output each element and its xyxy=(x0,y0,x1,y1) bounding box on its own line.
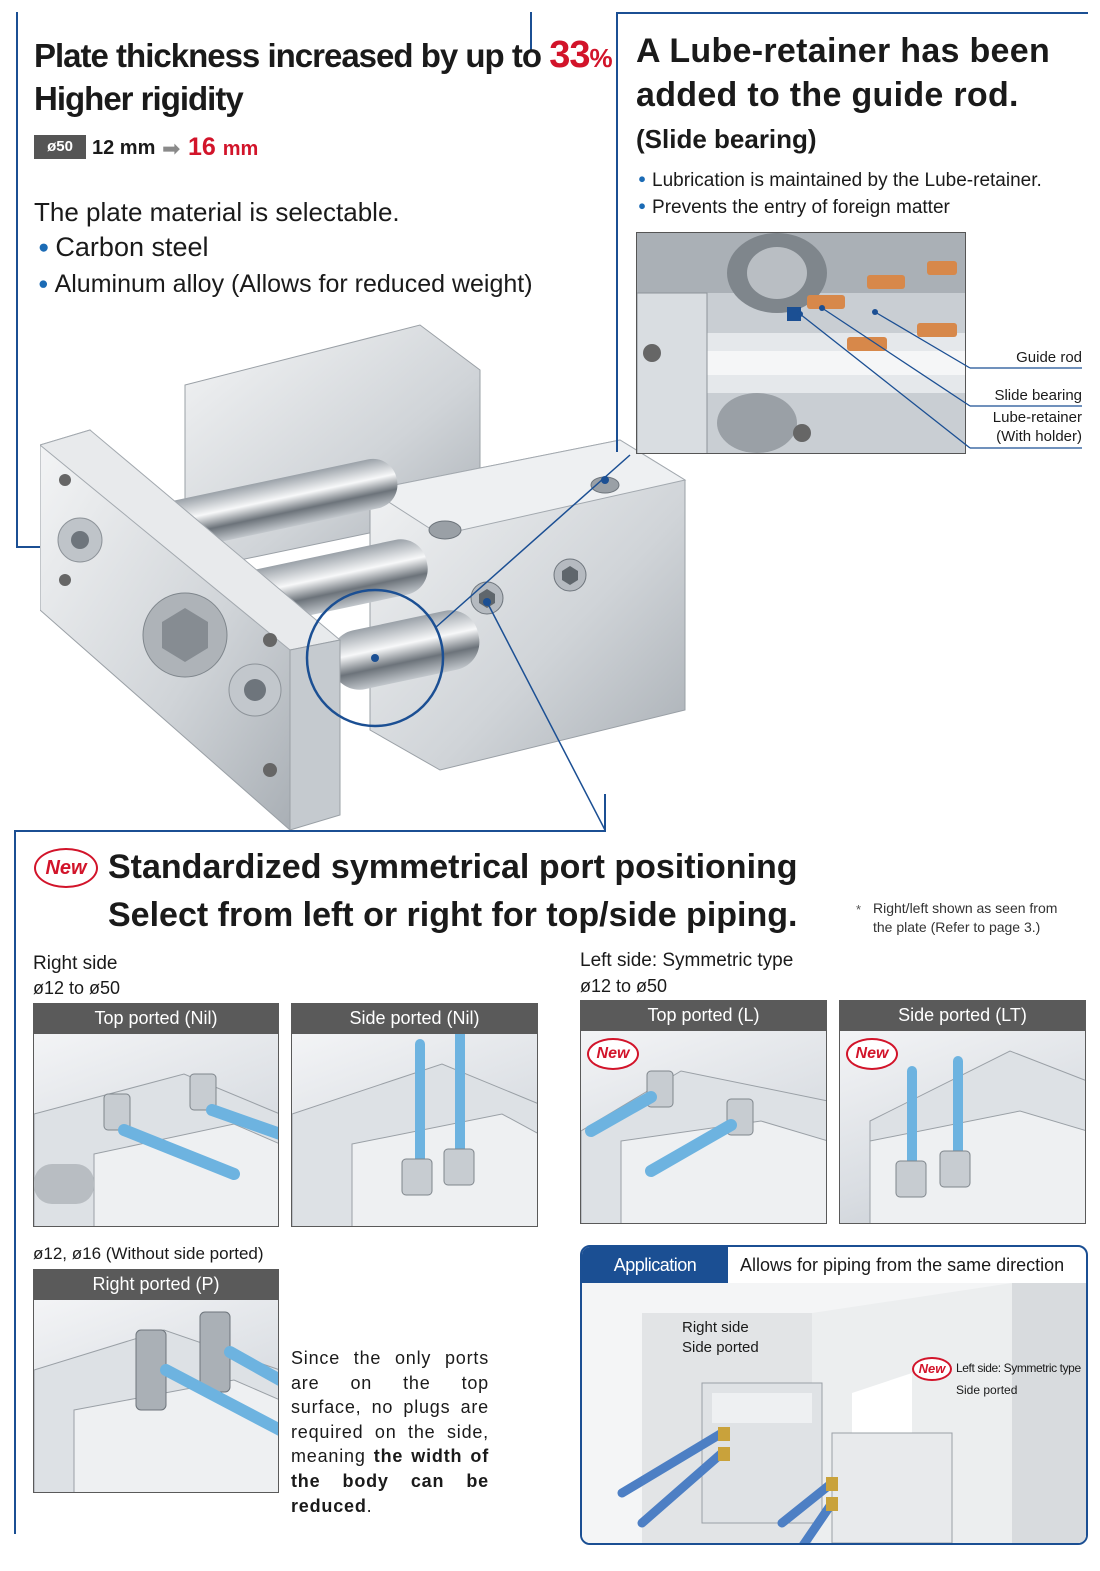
section1-frame-right xyxy=(530,12,532,50)
panel-side-ported-nil-header: Side ported (Nil) xyxy=(291,1003,538,1033)
label-lube-retainer-sub: (With holder) xyxy=(996,428,1082,445)
panel-right-ported-p-image xyxy=(33,1299,279,1493)
panel-side-ported-lt-new-badge: New xyxy=(846,1038,898,1070)
right-ported-text: Since the only ports are on the top surf… xyxy=(291,1348,489,1467)
section2-title-line1: A Lube-retainer has been xyxy=(636,32,1051,70)
app-left-label-2: Side ported xyxy=(956,1383,1018,1397)
thickness-before: 12 mm xyxy=(92,137,156,159)
section1-frame-left xyxy=(16,12,18,548)
app-right-label-1: Right side xyxy=(682,1319,749,1336)
right-ported-p-svg xyxy=(34,1311,278,1492)
section3-frame-connector xyxy=(604,794,606,832)
right-side-range: ø12 to ø50 xyxy=(33,978,121,998)
guide-cylinder-svg xyxy=(38,324,687,832)
top-ported-l-svg xyxy=(581,1070,826,1223)
thickness-after: 16 mm xyxy=(188,133,258,162)
label-slide-bearing: Slide bearing xyxy=(994,387,1082,404)
app-new-badge: New xyxy=(912,1357,952,1381)
side-ported-lt-svg xyxy=(869,1050,1085,1223)
section3-frame-top xyxy=(14,830,606,832)
top-ported-nil-svg xyxy=(34,1073,278,1226)
note-line2: the plate (Refer to page 3.) xyxy=(873,919,1041,935)
panel-right-ported-p-header: Right ported (P) xyxy=(33,1269,279,1299)
section2-frame-top xyxy=(616,12,1088,14)
panel-top-ported-nil-image xyxy=(33,1033,279,1227)
panel-top-ported-nil-header: Top ported (Nil) xyxy=(33,1003,279,1033)
thickness-after-value: 16 xyxy=(188,133,216,161)
left-side-range: ø12 to ø50 xyxy=(580,976,668,996)
side-ported-nil-svg xyxy=(292,1034,537,1226)
application-caption: Allows for piping from the same directio… xyxy=(740,1255,1065,1275)
size-badge: ø50 xyxy=(34,135,86,159)
section2-title-line3: (Slide bearing) xyxy=(636,124,817,154)
material-carbon-steel: Carbon steel xyxy=(38,232,208,263)
material-aluminum-alloy: Aluminum alloy (Allows for reduced weigh… xyxy=(38,270,533,299)
left-side-label: Left side: Symmetric type xyxy=(580,950,794,971)
note-mark: * xyxy=(856,902,862,917)
application-scene-svg xyxy=(582,1283,1086,1543)
app-right-label-2: Side ported xyxy=(682,1339,759,1356)
label-lube-retainer: Lube-retainer xyxy=(992,409,1082,426)
section3-title-line2: Select from left or right for top/side p… xyxy=(108,896,798,934)
percent-value: 33 xyxy=(549,34,590,76)
label-guide-rod: Guide rod xyxy=(1016,349,1082,366)
section1-title-line1: Plate thickness increased by up to 33% xyxy=(34,34,613,77)
panel-top-ported-l-image xyxy=(580,1030,827,1224)
cutaway-svg xyxy=(637,233,965,453)
lube-retainer-cutaway-image xyxy=(636,232,966,454)
panel-side-ported-nil-image xyxy=(291,1033,538,1227)
small-sizes-label: ø12, ø16 (Without side ported) xyxy=(33,1244,264,1263)
guide-cylinder-illustration xyxy=(38,310,700,832)
thickness-after-unit: mm xyxy=(222,138,259,160)
app-left-label-1: Left side: Symmetric type xyxy=(956,1361,1081,1375)
section2-frame-left xyxy=(616,12,618,452)
percent-unit: % xyxy=(589,43,612,73)
cutaway-leader-lines xyxy=(797,305,1082,449)
right-side-label: Right side xyxy=(33,953,118,974)
lube-bullet-2: Prevents the entry of foreign matter xyxy=(638,197,950,219)
lube-bullet-1: Lubrication is maintained by the Lube-re… xyxy=(638,170,1042,192)
section3-frame-left xyxy=(14,830,16,1534)
new-badge-icon: New xyxy=(34,848,98,888)
right-ported-end: . xyxy=(366,1495,373,1516)
section2-title-line2: added to the guide rod. xyxy=(636,76,1019,114)
panel-top-ported-l-header: Top ported (L) xyxy=(580,1000,827,1030)
note-line1: Right/left shown as seen from xyxy=(873,900,1058,916)
arrow-right-icon: ➡ xyxy=(162,136,181,161)
section3-title-line1: Standardized symmetrical port positionin… xyxy=(108,848,798,886)
title-prefix: Plate thickness increased by up to xyxy=(34,37,550,74)
material-intro: The plate material is selectable. xyxy=(34,197,400,227)
application-tag: Application Examples xyxy=(582,1247,728,1311)
right-ported-bold: the width of the body can be reduced xyxy=(291,1446,490,1516)
right-ported-description: Since the only ports are on the top surf… xyxy=(291,1346,489,1518)
panel-top-ported-l-new-badge: New xyxy=(587,1038,639,1070)
section1-title-line2: Higher rigidity xyxy=(34,80,244,117)
panel-side-ported-lt-header: Side ported (LT) xyxy=(839,1000,1086,1030)
application-examples-box: Application Examples Allows for piping f… xyxy=(580,1245,1088,1545)
